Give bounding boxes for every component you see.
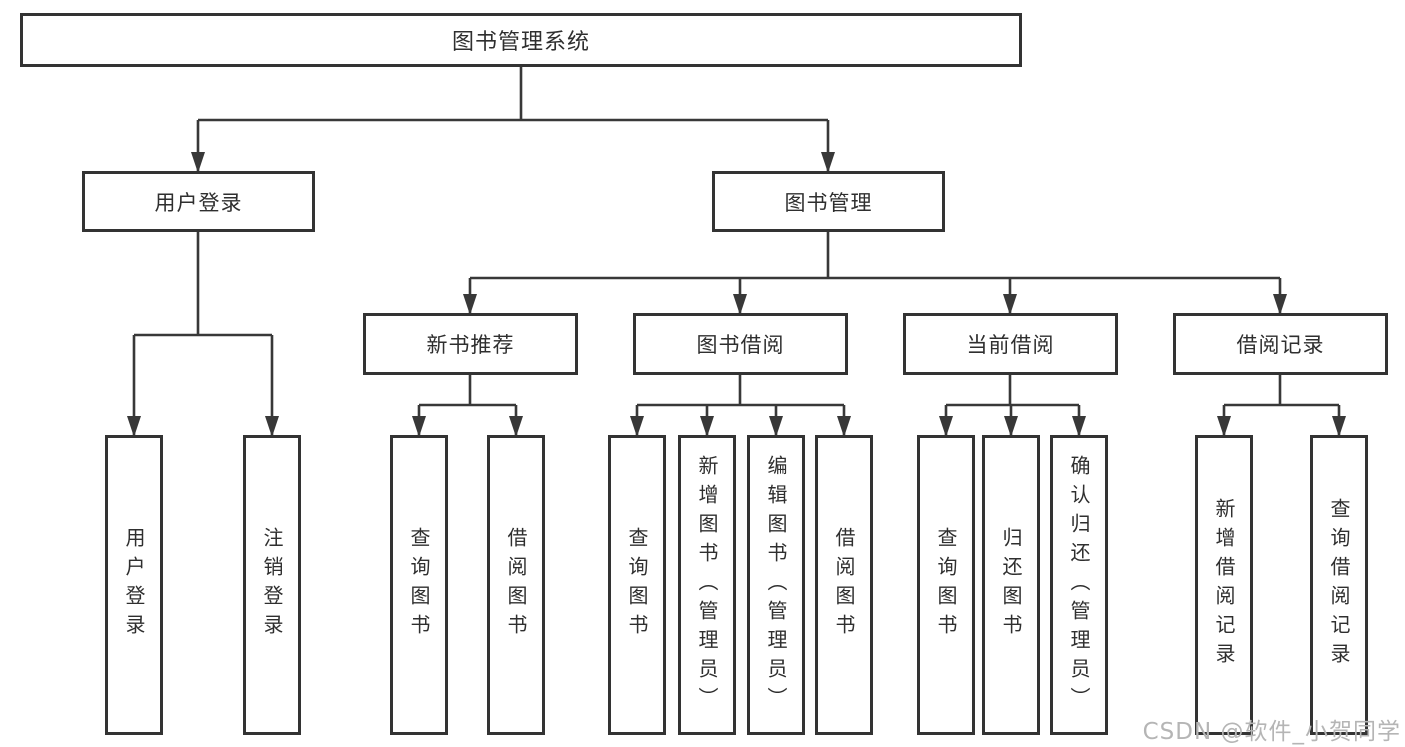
leaf-label: 注销登录 bbox=[260, 527, 284, 643]
arrow-down-icon bbox=[127, 416, 141, 437]
leaf-user-login: 用户登录 bbox=[105, 435, 163, 735]
arrow-down-icon bbox=[700, 416, 714, 437]
leaf-label: 确认归还（管理员） bbox=[1067, 454, 1091, 716]
arrow-down-icon bbox=[821, 152, 835, 173]
leaf-label: 归还图书 bbox=[999, 527, 1023, 643]
arrow-down-icon bbox=[463, 294, 477, 315]
node-user-login: 用户登录 bbox=[82, 171, 315, 232]
arrow-down-icon bbox=[630, 416, 644, 437]
leaf-label: 借阅图书 bbox=[504, 527, 528, 643]
connector-new-book-recommendation-children bbox=[417, 375, 518, 437]
arrow-down-icon bbox=[1273, 294, 1287, 315]
leaf-label: 新增图书（管理员） bbox=[695, 454, 719, 716]
arrow-down-icon bbox=[1004, 416, 1018, 437]
leaf-query-books-current: 查询图书 bbox=[917, 435, 975, 735]
arrow-down-icon bbox=[265, 416, 279, 437]
arrow-down-icon bbox=[1217, 416, 1231, 437]
csdn-watermark: CSDN @软件_小贺同学 bbox=[1142, 719, 1401, 745]
arrow-down-icon bbox=[939, 416, 953, 437]
connector-root-to-level2 bbox=[196, 67, 830, 173]
leaf-label: 查询图书 bbox=[934, 527, 958, 643]
arrow-down-icon bbox=[412, 416, 426, 437]
leaf-borrow-books: 借阅图书 bbox=[815, 435, 873, 735]
node-label: 当前借阅 bbox=[966, 333, 1055, 357]
arrow-down-icon bbox=[733, 294, 747, 315]
arrow-down-icon bbox=[1072, 416, 1086, 437]
arrow-down-icon bbox=[1332, 416, 1346, 437]
node-book-management: 图书管理 bbox=[712, 171, 945, 232]
leaf-confirm-return-admin: 确认归还（管理员） bbox=[1050, 435, 1108, 735]
leaf-borrow-books-recommend: 借阅图书 bbox=[487, 435, 545, 735]
leaf-logout: 注销登录 bbox=[243, 435, 301, 735]
leaf-label: 新增借阅记录 bbox=[1212, 498, 1236, 672]
leaf-label: 编辑图书（管理员） bbox=[764, 454, 788, 716]
node-new-book-recommendation: 新书推荐 bbox=[363, 313, 578, 375]
leaf-label: 查询借阅记录 bbox=[1327, 498, 1351, 672]
node-label: 用户登录 bbox=[154, 190, 243, 215]
leaf-label: 查询图书 bbox=[407, 527, 431, 643]
node-library-management-system: 图书管理系统 bbox=[20, 13, 1022, 67]
node-borrowing-records: 借阅记录 bbox=[1173, 313, 1388, 375]
connector-book-management-children bbox=[468, 232, 1282, 315]
node-label: 图书管理 bbox=[784, 190, 873, 215]
leaf-label: 借阅图书 bbox=[832, 527, 856, 643]
node-label: 借阅记录 bbox=[1236, 333, 1325, 357]
leaf-query-books-recommend: 查询图书 bbox=[390, 435, 448, 735]
leaf-add-borrow-record: 新增借阅记录 bbox=[1195, 435, 1253, 735]
arrow-down-icon bbox=[1003, 294, 1017, 315]
arrow-down-icon bbox=[837, 416, 851, 437]
connector-user-login-children bbox=[132, 232, 274, 437]
arrow-down-icon bbox=[191, 152, 205, 173]
leaf-label: 用户登录 bbox=[122, 527, 146, 643]
arrow-down-icon bbox=[769, 416, 783, 437]
leaf-query-borrow-record: 查询借阅记录 bbox=[1310, 435, 1368, 735]
leaf-query-books-borrowing: 查询图书 bbox=[608, 435, 666, 735]
node-label: 图书借阅 bbox=[696, 333, 785, 357]
leaf-label: 查询图书 bbox=[625, 527, 649, 643]
connector-book-borrowing-children bbox=[635, 375, 846, 437]
arrow-down-icon bbox=[509, 416, 523, 437]
node-label: 新书推荐 bbox=[426, 333, 515, 357]
leaf-add-books-admin: 新增图书（管理员） bbox=[678, 435, 736, 735]
node-current-borrowing: 当前借阅 bbox=[903, 313, 1118, 375]
node-label: 图书管理系统 bbox=[451, 30, 590, 55]
connector-borrowing-records-children bbox=[1222, 375, 1341, 437]
arrowheads bbox=[127, 152, 1346, 437]
leaf-edit-books-admin: 编辑图书（管理员） bbox=[747, 435, 805, 735]
node-book-borrowing: 图书借阅 bbox=[633, 313, 848, 375]
leaf-return-books: 归还图书 bbox=[982, 435, 1040, 735]
